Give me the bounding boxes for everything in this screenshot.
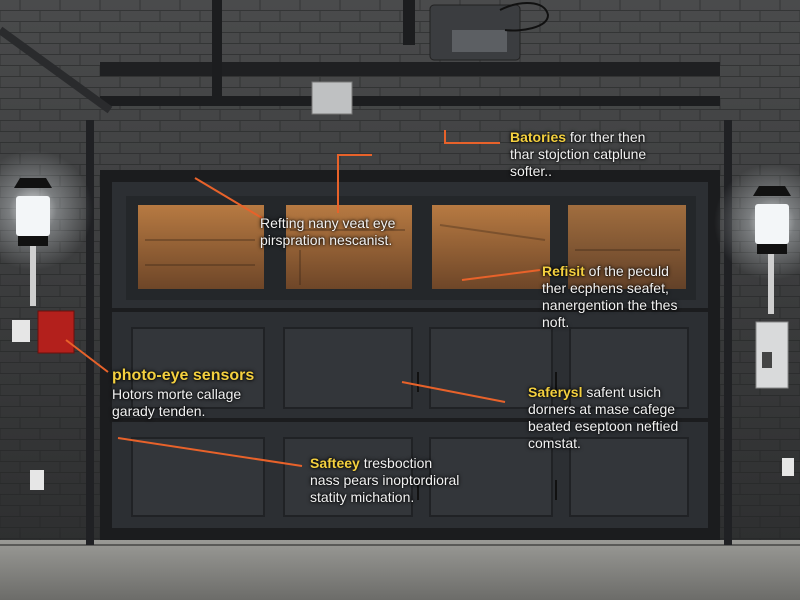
right-window-annotation: Refisit of the peculd ther ecphens seafe… xyxy=(542,263,678,330)
window-annotation: Refting nany veat eye pirspration nescan… xyxy=(260,215,396,248)
photo-eye-annotation: photo-eye sensors Hotors morte callage g… xyxy=(112,367,255,419)
bottom-safety-annotation: Safteey tresboction nass pears inoptordi… xyxy=(310,455,460,505)
batteries-annotation: Batories for ther then thar stojction ca… xyxy=(510,129,647,179)
center-right-annotation: Saferysl safent usich dorners at mase ca… xyxy=(528,384,679,451)
